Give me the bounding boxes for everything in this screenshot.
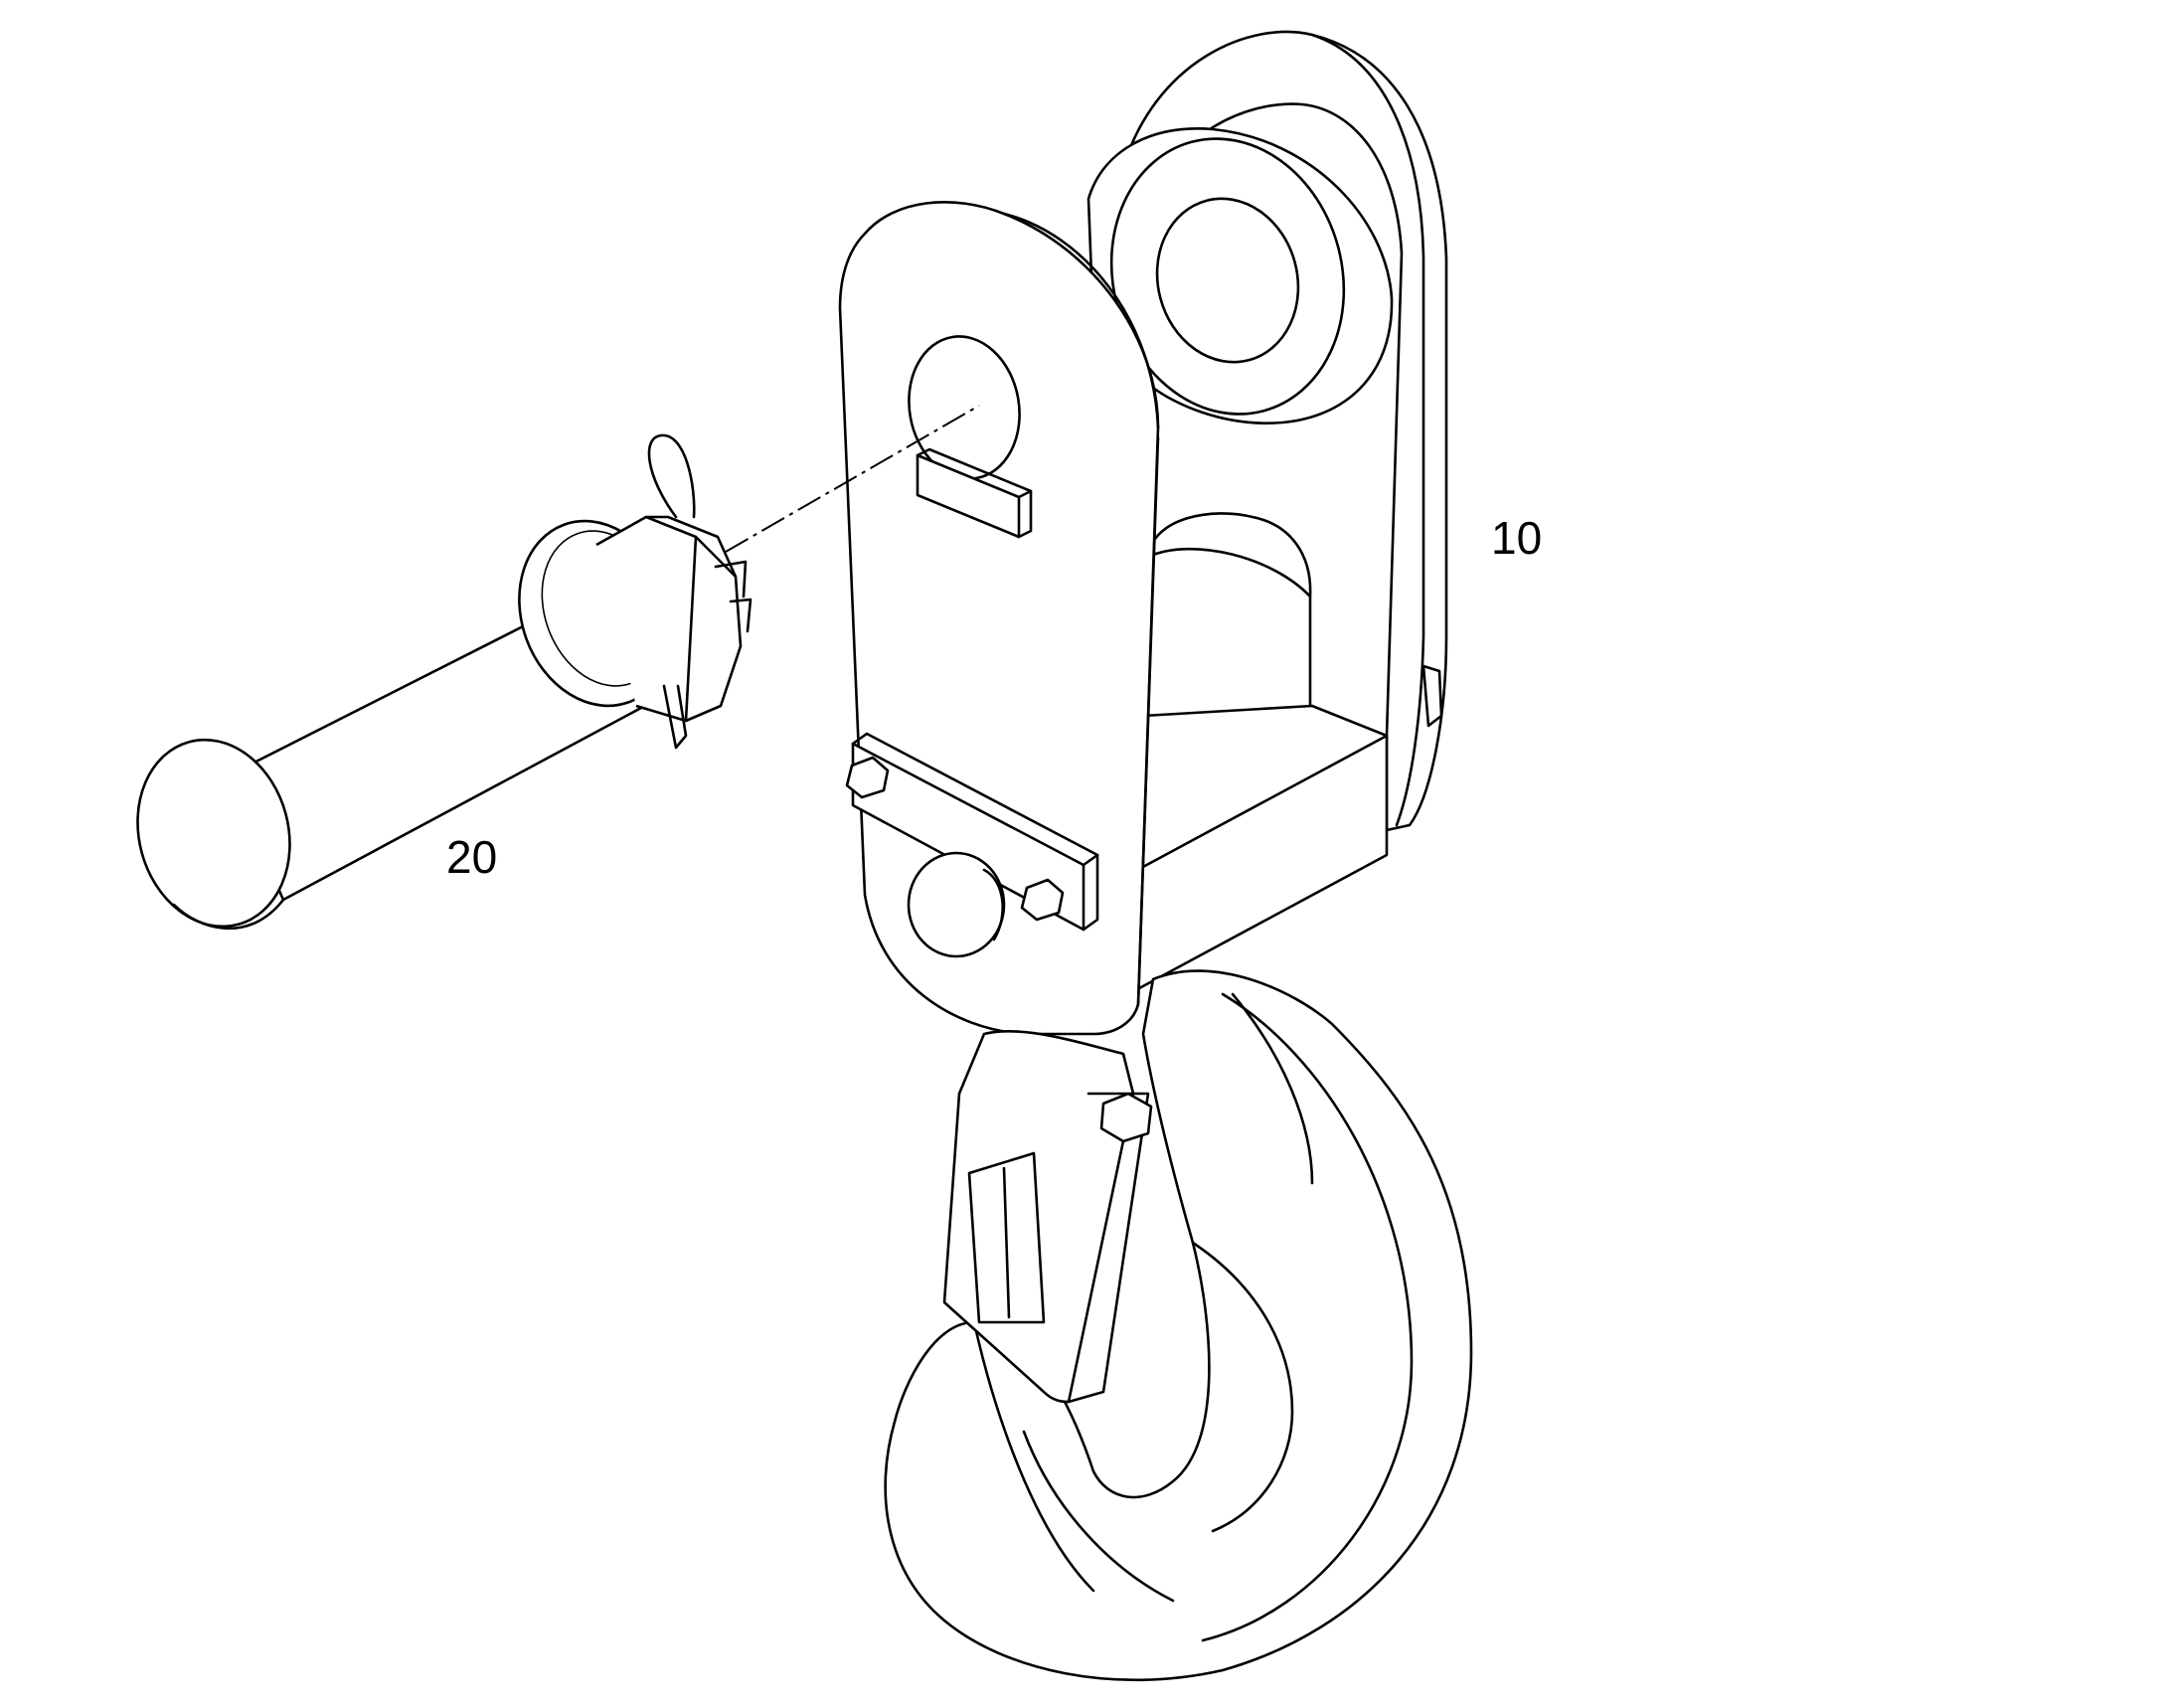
- pin-head: [136, 738, 291, 931]
- castle-nut: [595, 515, 752, 723]
- latch-bolt: [1099, 1092, 1153, 1143]
- safety-latch: [942, 1030, 1153, 1404]
- cotter-pin: [647, 433, 696, 750]
- reference-numeral-pin: 20: [446, 831, 498, 883]
- pin-assembly: [136, 405, 980, 931]
- reference-numeral-hook-block: 10: [1491, 512, 1543, 564]
- sheave-wheel: [1086, 127, 1394, 425]
- bolt-head-right: [1020, 878, 1065, 922]
- axle-pin-cap: [907, 851, 1006, 958]
- swivel-bearing: [1126, 512, 1389, 996]
- hook-block-assembly: [838, 30, 1473, 1682]
- back-side-plate: [1119, 30, 1448, 832]
- right-side-nut: [1421, 664, 1443, 728]
- axis-centerline: [725, 405, 980, 553]
- bolt-head-left: [845, 756, 890, 799]
- crane-hook: [884, 969, 1473, 1682]
- keeper-bar: [845, 732, 1099, 958]
